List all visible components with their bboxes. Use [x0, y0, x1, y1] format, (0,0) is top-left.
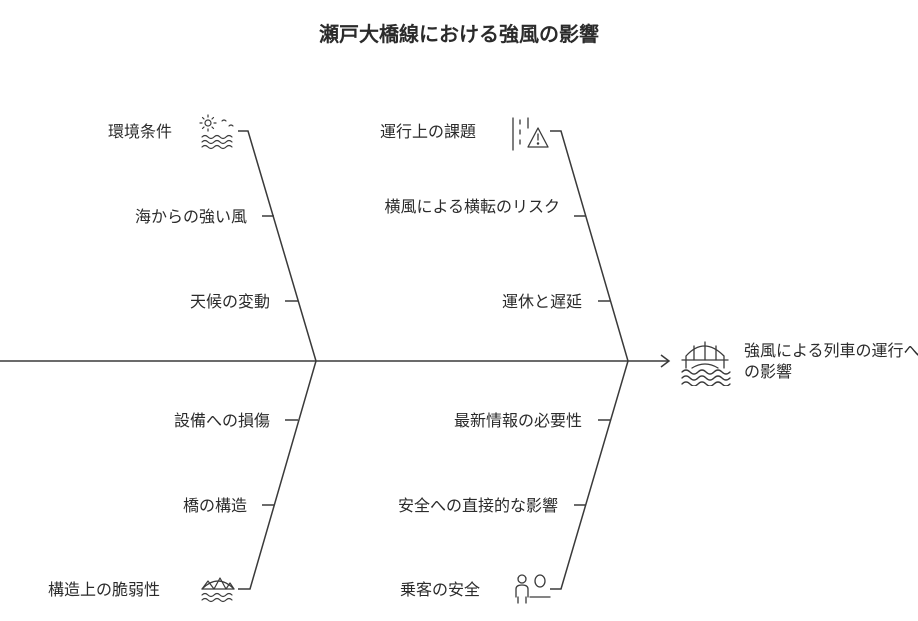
bone-operations — [550, 130, 629, 362]
road-warning-icon — [512, 117, 549, 151]
diagram-title: 瀬戸大橋線における強風の影響 — [319, 22, 599, 46]
category-safety: 乗客の安全 — [400, 580, 481, 599]
cause-operations-1: 横風による横転のリスク — [384, 197, 560, 216]
weather-waves-icon — [199, 114, 234, 150]
truss-bridge-icon — [201, 577, 235, 603]
cause-safety-2: 安全への直接的な影響 — [397, 496, 558, 515]
cause-structure-2: 橋の構造 — [182, 496, 247, 515]
cause-environment-2: 天候の変動 — [189, 292, 270, 311]
cause-environment-1: 海からの強い風 — [134, 207, 247, 226]
passengers-icon — [515, 574, 551, 604]
cause-safety-1: 最新情報の必要性 — [453, 411, 582, 430]
effect-label: 強風による列車の運行への影響 — [744, 341, 918, 381]
cause-operations-2: 運休と遅延 — [501, 292, 582, 311]
cause-structure-1: 設備への損傷 — [173, 411, 270, 430]
bone-structure — [238, 360, 317, 590]
category-environment: 環境条件 — [108, 122, 173, 141]
category-operations: 運行上の課題 — [380, 122, 477, 141]
bridge-waves-icon — [681, 341, 731, 386]
category-structure: 構造上の脆弱性 — [48, 580, 161, 599]
bone-safety — [550, 360, 629, 590]
spine-arrowhead — [660, 354, 671, 368]
bone-environment — [238, 130, 317, 362]
